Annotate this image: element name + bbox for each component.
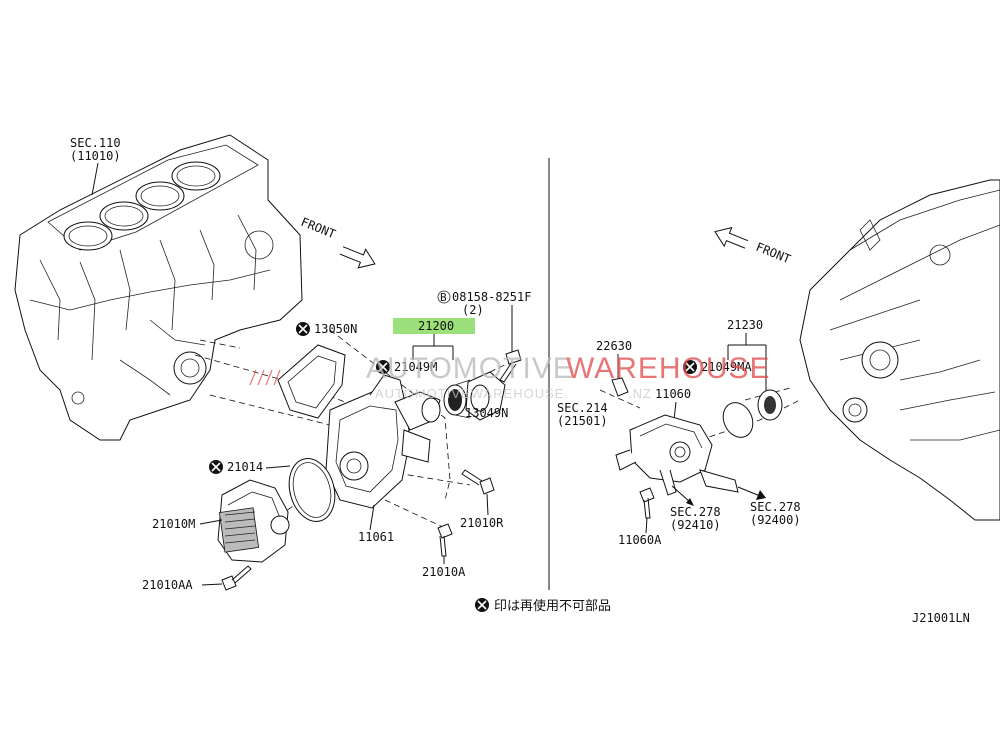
diagram-id: J21001LN bbox=[912, 611, 970, 625]
o-ring-21049MA bbox=[722, 402, 754, 438]
bracket-21230 bbox=[727, 333, 767, 392]
label-21230: 21230 bbox=[727, 318, 763, 332]
front-indicator-left: FRONT bbox=[299, 215, 376, 269]
label-sec110-sub: (11010) bbox=[70, 149, 121, 163]
leader-21014 bbox=[265, 465, 291, 469]
label-08158-qty: (2) bbox=[462, 303, 484, 317]
non-reusable-mark-21049MA bbox=[683, 360, 697, 374]
outlet-housing-11060 bbox=[615, 414, 739, 496]
label-08158: 08158-8251F bbox=[452, 290, 531, 304]
bolt-11060A bbox=[639, 487, 655, 519]
front-indicator-right: FRONT bbox=[714, 226, 793, 267]
label-22630: 22630 bbox=[596, 339, 632, 353]
bolt-marker-B bbox=[437, 290, 451, 304]
engine-block-left bbox=[14, 134, 303, 441]
label-21010R: 21010R bbox=[460, 516, 504, 530]
arrow-sec278a bbox=[671, 485, 691, 503]
bolt-08158 bbox=[499, 349, 522, 383]
leader-21010M bbox=[199, 519, 223, 525]
label-sec278b-sub: (92400) bbox=[750, 513, 801, 527]
watermark-text-automotive: AUTOMOTIVE bbox=[366, 352, 574, 385]
label-21200: 21200 bbox=[418, 319, 454, 333]
leader-11060A bbox=[645, 517, 648, 534]
label-sec214-sub: (21501) bbox=[557, 414, 608, 428]
watermark-text-warehouse: WAREHOUSE bbox=[566, 352, 771, 385]
thermostat-21200 bbox=[443, 379, 471, 419]
bolt-21010A bbox=[437, 523, 453, 557]
label-11060: 11060 bbox=[655, 387, 691, 401]
water-pump-21010M bbox=[217, 479, 290, 563]
label-sec278a-sub: (92410) bbox=[670, 518, 721, 532]
label-13050N: 13050N bbox=[314, 322, 357, 336]
legend-note: 印は再使用不可部品 bbox=[494, 598, 611, 614]
watermark-url-b: .NZ bbox=[628, 386, 652, 401]
label-21010A: 21010A bbox=[422, 565, 466, 579]
label-front-left: FRONT bbox=[299, 215, 338, 242]
watermark-stripes-icon bbox=[249, 369, 281, 386]
leader-11060 bbox=[673, 401, 677, 421]
non-reusable-mark-13050N bbox=[296, 322, 310, 336]
label-sec278b: SEC.278 bbox=[750, 500, 801, 514]
non-reusable-mark-21014 bbox=[209, 460, 223, 474]
bracket-21200 bbox=[412, 334, 454, 360]
label-front-right: FRONT bbox=[754, 240, 793, 267]
engine-block-right bbox=[799, 179, 1000, 521]
o-ring-21049M bbox=[421, 397, 441, 423]
label-13049N: 13049N bbox=[465, 406, 508, 420]
o-ring-21014 bbox=[288, 458, 336, 522]
bolt-21010R bbox=[461, 469, 495, 495]
label-11060A: 11060A bbox=[618, 533, 662, 547]
leader-sec110 bbox=[91, 162, 99, 196]
label-21010AA: 21010AA bbox=[142, 578, 193, 592]
thermostat-21230 bbox=[757, 389, 783, 421]
label-sec214: SEC.214 bbox=[557, 401, 608, 415]
label-sec110: SEC.110 bbox=[70, 136, 121, 150]
label-21010M: 21010M bbox=[152, 517, 195, 531]
label-21049MA: 21049MA bbox=[701, 360, 752, 374]
watermark: AUTOMOTIVE WAREHOUSE AUTOMOTIVEWAREHOUSE… bbox=[249, 352, 771, 401]
thermostat-cover-13049N bbox=[465, 371, 506, 421]
label-11061: 11061 bbox=[358, 530, 394, 544]
arrow-sec278b bbox=[737, 486, 761, 497]
non-reusable-legend-icon bbox=[475, 598, 489, 612]
leader-21010R bbox=[486, 493, 489, 516]
leader-21010AA bbox=[201, 583, 223, 586]
label-sec278a: SEC.278 bbox=[670, 505, 721, 519]
sensor-22630 bbox=[611, 377, 629, 397]
label-08158-prefix: B bbox=[440, 291, 447, 304]
leader-11061 bbox=[369, 504, 375, 531]
label-21014: 21014 bbox=[227, 460, 263, 474]
watermark-url-a: AUTOMOTIVEWAREHOUSE. bbox=[375, 386, 569, 401]
highlight-21200 bbox=[393, 318, 475, 334]
bolt-21010AA bbox=[221, 565, 252, 591]
label-21049M: 21049M bbox=[394, 360, 437, 374]
non-reusable-mark-21049M bbox=[376, 360, 390, 374]
